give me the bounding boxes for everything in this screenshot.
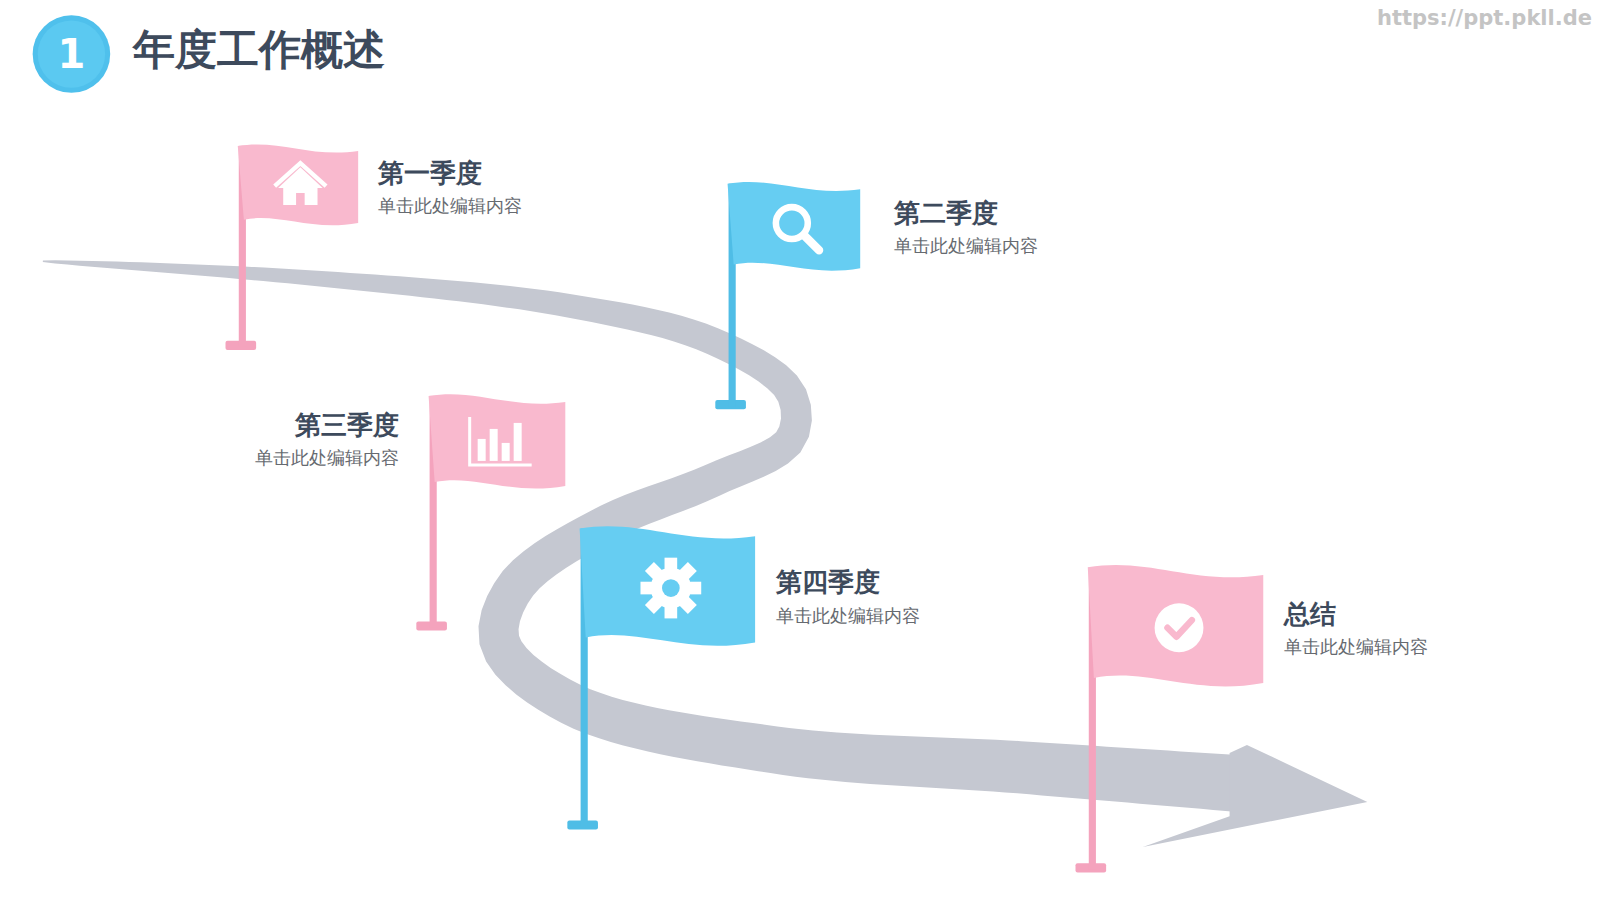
milestone-body: 单击此处编辑内容 bbox=[1284, 634, 1428, 659]
milestone-body: 单击此处编辑内容 bbox=[776, 603, 920, 628]
milestone-heading: 总结 bbox=[1284, 599, 1428, 630]
section-number: 1 bbox=[58, 31, 86, 77]
milestone-body: 单击此处编辑内容 bbox=[378, 193, 522, 218]
milestone-heading: 第四季度 bbox=[776, 567, 920, 598]
number-badge-inner bbox=[38, 20, 105, 87]
milestone-heading: 第一季度 bbox=[378, 158, 522, 189]
watermark: https://ppt.pkll.de bbox=[1377, 6, 1592, 30]
gear-icon bbox=[640, 558, 701, 619]
milestone-text: 第四季度单击此处编辑内容 bbox=[776, 567, 920, 627]
slide-title: 年度工作概述 bbox=[133, 22, 385, 78]
flag bbox=[226, 144, 359, 350]
search-icon bbox=[776, 207, 819, 250]
milestone-heading: 第二季度 bbox=[894, 198, 1038, 229]
milestone-body: 单击此处编辑内容 bbox=[255, 445, 399, 470]
road-arrowhead bbox=[1143, 745, 1367, 847]
flag bbox=[416, 394, 565, 630]
milestone-text: 第三季度单击此处编辑内容 bbox=[255, 410, 399, 470]
check-icon bbox=[1155, 603, 1204, 652]
milestone-text: 总结单击此处编辑内容 bbox=[1284, 599, 1428, 659]
milestone-heading: 第三季度 bbox=[255, 410, 399, 441]
flag bbox=[715, 182, 860, 409]
milestone-text: 第一季度单击此处编辑内容 bbox=[378, 158, 522, 218]
flag bbox=[1076, 565, 1264, 872]
milestone-body: 单击此处编辑内容 bbox=[894, 233, 1038, 258]
flag bbox=[567, 526, 755, 829]
house-icon bbox=[275, 163, 326, 205]
chart-icon bbox=[470, 417, 532, 465]
number-badge bbox=[33, 15, 111, 93]
milestone-text: 第二季度单击此处编辑内容 bbox=[894, 198, 1038, 258]
road bbox=[43, 260, 1242, 812]
